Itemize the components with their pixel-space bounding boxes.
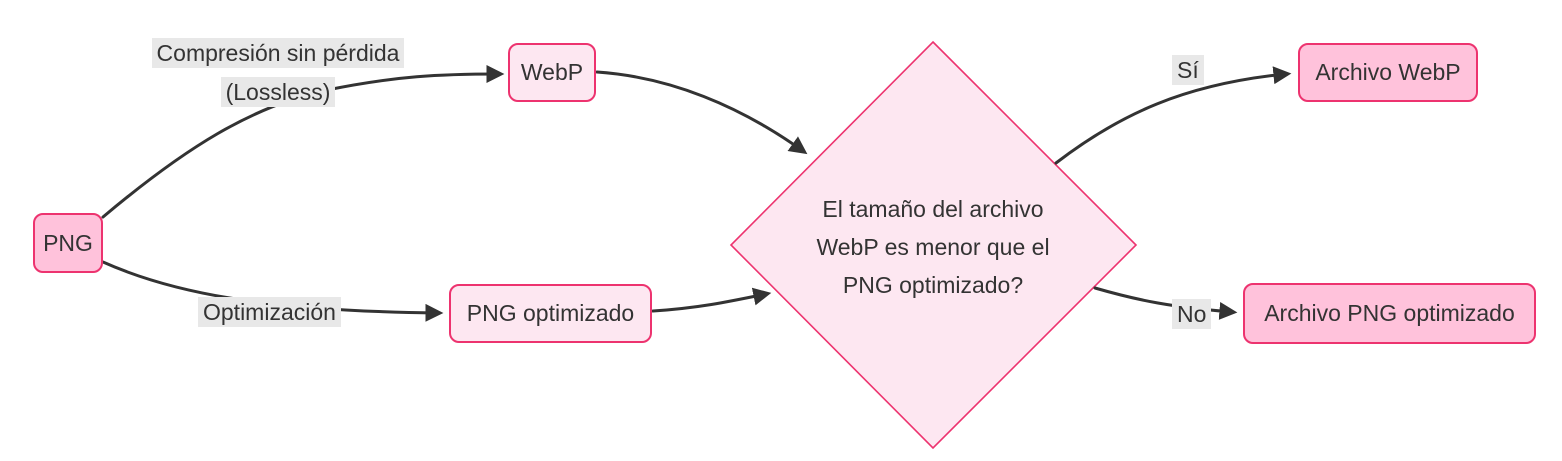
node-archivo-png-optimizado-label: Archivo PNG optimizado [1264,300,1515,326]
node-archivo-png-optimizado: Archivo PNG optimizado [1243,283,1536,344]
node-png: PNG [33,213,103,273]
edge-webp-to-decision [595,70,808,155]
edge-label-compresion-line-1: Compresión sin pérdida [151,38,405,68]
node-decision-label: El tamaño del archivo WebP es menor que … [723,190,1143,304]
node-archivo-webp: Archivo WebP [1298,43,1478,102]
node-png-optimizado: PNG optimizado [449,284,652,343]
decision-label-line-3: PNG optimizado? [842,272,1024,298]
edge-decision-to-archivo-webp [1054,66,1292,165]
node-png-label: PNG [43,229,93,256]
edge-label-no: No [1172,299,1212,329]
node-archivo-webp-label: Archivo WebP [1315,59,1461,85]
decision-diamond-shape [729,40,1138,450]
edge-decision-to-archivo-png-optimizado [1093,286,1238,320]
edge-label-si: Sí [1172,55,1204,85]
edge-png-optimizado-to-decision [651,287,772,313]
edge-label-compresion: Compresión sin pérdida (Lossless) [136,38,420,116]
decision-label-line-2: WebP es menor que el [816,234,1050,260]
node-png-optimizado-label: PNG optimizado [466,300,635,326]
node-webp: WebP [508,43,596,102]
decision-label-line-1: El tamaño del archivo [822,196,1044,222]
edge-label-optimizacion: Optimización [198,297,341,327]
edge-label-compresion-line-2: (Lossless) [220,77,336,107]
node-webp-label: WebP [520,59,584,85]
